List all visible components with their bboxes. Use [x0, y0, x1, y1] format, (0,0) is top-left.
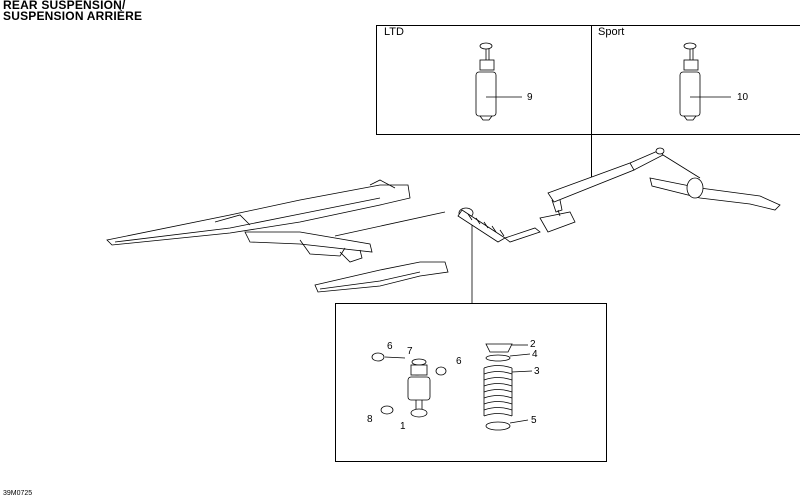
center-shock-assembly [457, 207, 541, 303]
callout-3: 3 [534, 366, 540, 377]
torque-arm-shock [539, 147, 781, 233]
title-line-1: REAR SUSPENSION/ [3, 0, 126, 12]
callout-5: 5 [531, 415, 537, 426]
drawing-code: 39M0725 [3, 490, 33, 497]
exploded-spring [483, 343, 533, 431]
callout-1: 1 [400, 421, 406, 432]
callout-10: 10 [737, 92, 749, 103]
shock-variants-inset [376, 25, 800, 135]
rear-suspension-frame [106, 179, 449, 293]
shock-exploded-inset [335, 303, 607, 462]
diagram-title: REAR SUSPENSION/ SUSPENSION ARRIÈRE [3, 0, 142, 22]
callout-9: 9 [527, 92, 533, 103]
callout-7: 7 [407, 346, 413, 357]
callout-2: 2 [530, 339, 536, 350]
ltd-shock [475, 42, 522, 121]
exploded-shock-body [371, 352, 447, 418]
ltd-label: LTD [384, 26, 404, 38]
inset-divider [591, 25, 592, 185]
sport-label: Sport [598, 26, 625, 38]
callout-4: 4 [532, 349, 538, 360]
title-line-2: SUSPENSION ARRIÈRE [3, 9, 143, 23]
callout-6a: 6 [387, 341, 393, 352]
callout-6b: 6 [456, 356, 462, 367]
callout-8: 8 [367, 414, 373, 425]
sport-shock [679, 42, 731, 121]
